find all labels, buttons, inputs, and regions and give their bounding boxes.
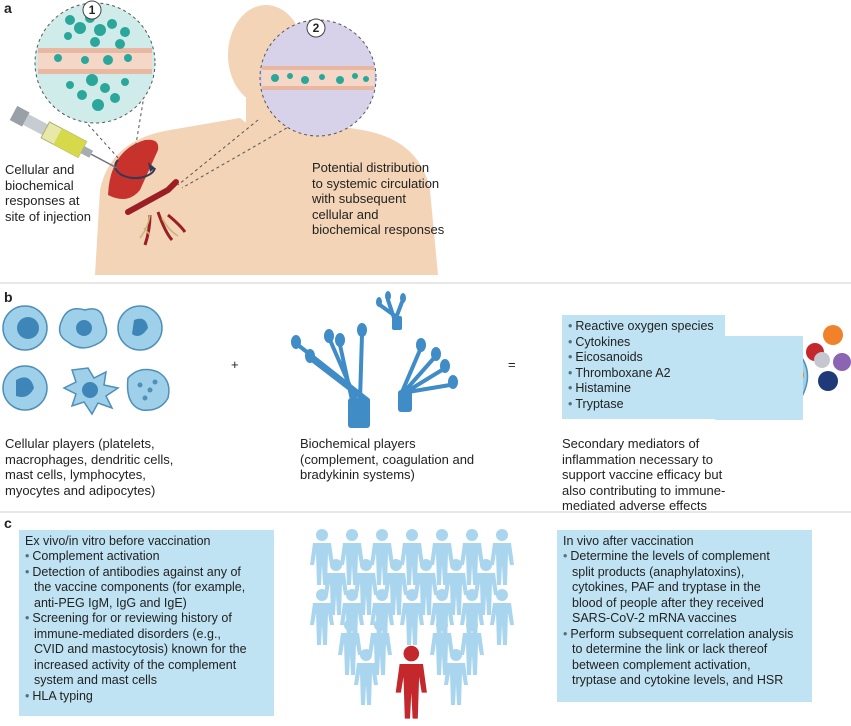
- panel-a-letter: a: [4, 0, 12, 16]
- bullet-line: •Perform subsequent correlation analysis: [563, 626, 794, 641]
- bullet-line: •Complement activation: [25, 549, 160, 563]
- cellular-players-caption: Cellular players (platelets, macrophages…: [5, 436, 174, 498]
- crowd-person-icon: [400, 589, 424, 645]
- syringe-icon: [9, 105, 118, 169]
- bullet-line: SARS-CoV-2 mRNA vaccines: [572, 611, 737, 625]
- bullet-line: increased activity of the complement: [34, 657, 237, 672]
- bullet-line: between complement activation,: [572, 657, 751, 672]
- bullet-line: split products (anaphylatoxins),: [572, 564, 745, 579]
- bullet-line: •Screening for or reviewing history of: [25, 611, 232, 625]
- deltoid-muscle-shape: [108, 139, 159, 199]
- bullet-line: to determine the link or lack thereof: [572, 642, 768, 656]
- callout-number-1: 1: [88, 3, 96, 17]
- bullet-line: system and mast cells: [34, 673, 157, 687]
- magnified-systemic-circulation-circle: [259, 18, 377, 137]
- mediators-box-extension: [715, 336, 803, 420]
- biochemical-players-caption: Biochemical players (complement, coagula…: [300, 436, 475, 482]
- mediator-item: •Eicosanoids: [568, 350, 643, 364]
- mediator-item: •Thromboxane A2: [568, 365, 671, 380]
- bullet-line: blood of people after they received: [572, 595, 764, 610]
- in-vivo-title: In vivo after vaccination: [563, 534, 694, 548]
- crowd-person-icon: [444, 649, 468, 705]
- bullet-line: immune-mediated disorders (e.g.,: [34, 626, 221, 641]
- bullet-line: •HLA typing: [25, 688, 93, 703]
- mediator-item: •Tryptase: [568, 396, 624, 411]
- rotation-arrow-icon: [114, 159, 156, 180]
- mediator-item: •Histamine: [568, 381, 631, 395]
- bullet-line: the vaccine components (for example,: [34, 580, 246, 594]
- biochemical-players-group: [296, 298, 452, 402]
- bullet-line: anti-PEG IgM, IgG and IgE): [34, 595, 187, 610]
- bullet-line: •Determine the levels of complement: [563, 549, 770, 563]
- panel-c-letter: c: [4, 515, 12, 531]
- panel-a-illustration: [0, 0, 851, 284]
- in-vivo-box: In vivo after vaccination •Determine the…: [557, 530, 812, 702]
- callout-number-2: 2: [312, 21, 320, 35]
- crowd-person-icon: [490, 589, 514, 645]
- secondary-mediators-caption: Secondary mediators of inflammation nece…: [562, 436, 726, 513]
- panel-b-letter: b: [4, 289, 13, 305]
- bullet-line: tryptase and cytokine levels, and HSR: [572, 673, 784, 687]
- bullet-line: CVID and mastocytosis) known for the: [34, 642, 247, 656]
- crowd-person-icon: [354, 649, 378, 705]
- bullet-line: •Detection of antibodies against any of: [25, 564, 241, 579]
- mediator-item: •Cytokines: [568, 334, 631, 349]
- blood-vessel-shape: [125, 179, 179, 215]
- highlighted-individual-icon: [395, 645, 427, 719]
- crowd-person-icon: [310, 589, 334, 645]
- systemic-distribution-caption: Potential distribution to systemic circu…: [312, 160, 445, 237]
- ex-vivo-box: Ex vivo/in vitro before vaccination •Com…: [19, 530, 274, 716]
- ex-vivo-list: •Complement activation•Detection of anti…: [25, 549, 274, 704]
- injection-site-caption: Cellular and biochemical responses at si…: [5, 162, 91, 224]
- ex-vivo-title: Ex vivo/in vitro before vaccination: [25, 534, 211, 548]
- bullet-line: cytokines, PAF and tryptase in the: [572, 580, 761, 594]
- equals-sign: =: [508, 357, 516, 372]
- magnified-injection-site-circle: [34, 0, 156, 124]
- plus-sign: +: [231, 357, 239, 372]
- mediators-list-box: •Reactive oxygen species •Cytokines •Eic…: [562, 315, 725, 419]
- mediator-item: •Reactive oxygen species: [568, 319, 714, 333]
